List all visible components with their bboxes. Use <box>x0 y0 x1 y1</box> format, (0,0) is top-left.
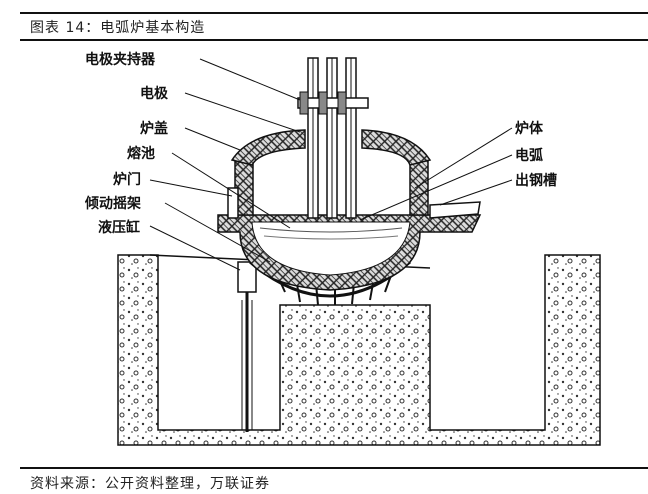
label-hydraulic-cylinder: 液压缸 <box>98 219 140 236</box>
figure-title: 图表 14：电弧炉基本构造 <box>30 20 206 36</box>
figure-source: 资料来源：公开资料整理，万联证券 <box>30 476 270 492</box>
label-electrode-holder: 电极夹持器 <box>85 51 156 68</box>
foundation <box>117 254 601 446</box>
label-electrode: 电极 <box>140 85 169 102</box>
furnace-roof <box>230 129 432 166</box>
label-tilting-rocker: 倾动摇架 <box>84 195 141 212</box>
label-arc: 电弧 <box>515 147 543 164</box>
label-furnace-door: 炉门 <box>113 171 141 188</box>
tapping-spout <box>429 201 481 219</box>
bottom-rule <box>20 467 648 469</box>
label-roof: 炉盖 <box>140 120 168 137</box>
electrode-holder <box>297 91 369 115</box>
leader-lines <box>149 58 513 271</box>
label-tapping-spout: 出钢槽 <box>515 172 557 189</box>
hydraulic-cylinder <box>237 261 257 432</box>
furnace-body <box>217 214 482 291</box>
electrodes <box>307 57 357 219</box>
top-rule <box>20 12 648 14</box>
title-rule <box>20 39 648 41</box>
label-molten-bath: 熔池 <box>127 145 155 162</box>
label-furnace-body: 炉体 <box>515 120 544 137</box>
